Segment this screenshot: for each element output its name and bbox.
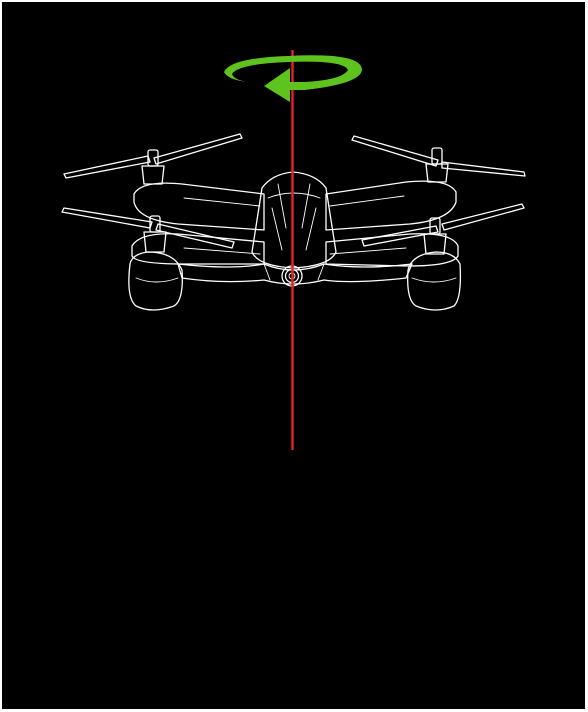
landing-pods	[129, 252, 461, 310]
drone-arms	[132, 181, 458, 266]
propeller-rear-left	[62, 208, 234, 248]
propeller-front-right	[352, 136, 525, 176]
propeller-front-left	[64, 134, 242, 178]
propeller-rear-right	[362, 204, 524, 246]
drone-body	[178, 172, 412, 284]
